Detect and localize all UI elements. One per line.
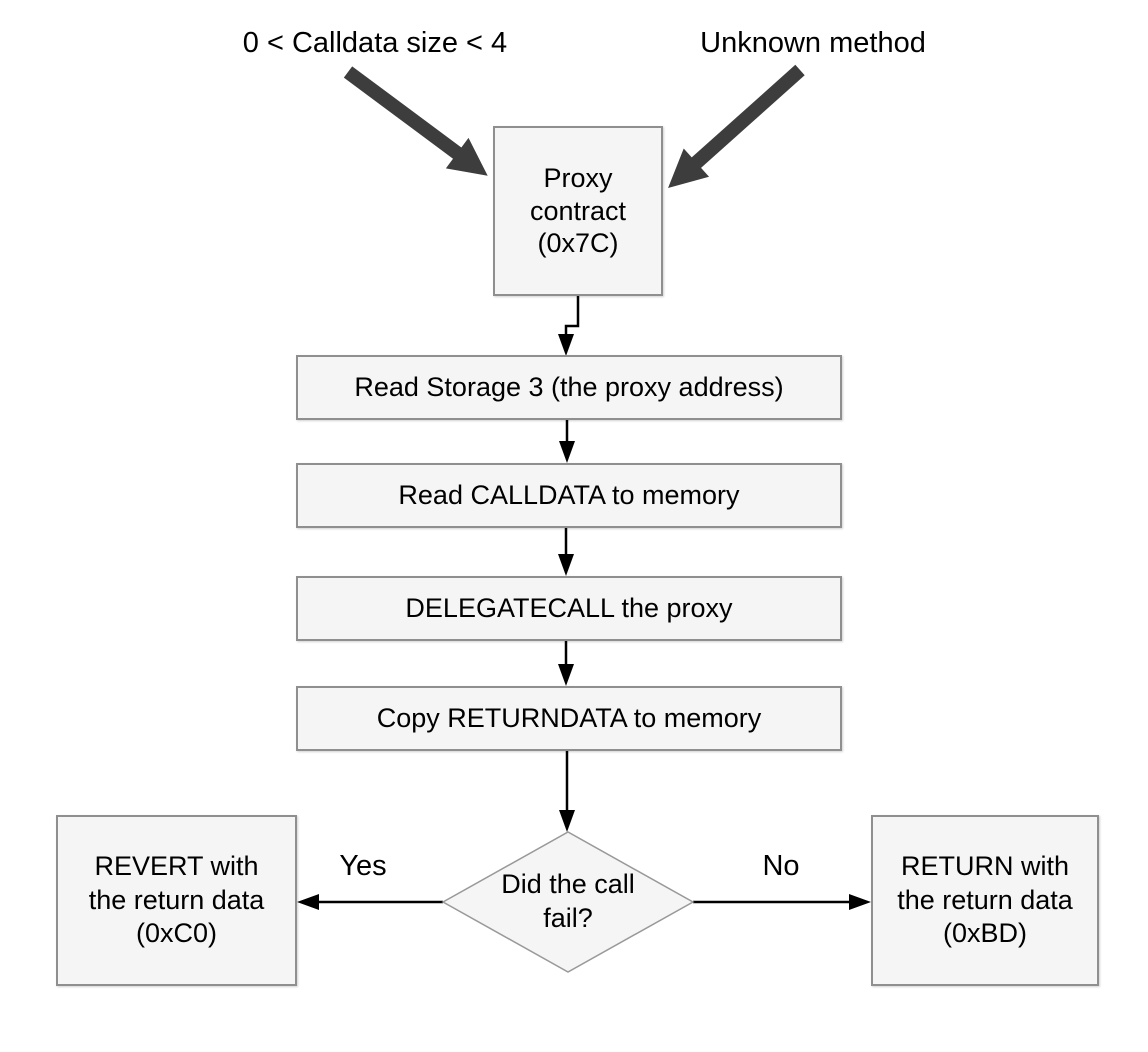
node-delegatecall: DELEGATECALL the proxy xyxy=(296,576,842,641)
arrow-decision-to-revert xyxy=(297,894,443,910)
decision-diamond xyxy=(441,831,695,973)
arrow-proxy-to-read-storage xyxy=(558,296,580,356)
thick-arrow-calldata-entry xyxy=(343,66,488,176)
label-unknown-method: Unknown method xyxy=(700,27,926,59)
branch-label-no: No xyxy=(762,850,800,882)
node-copy-returndata: Copy RETURNDATA to memory xyxy=(296,686,842,751)
node-read-storage: Read Storage 3 (the proxy address) xyxy=(296,355,842,420)
node-read-calldata: Read CALLDATA to memory xyxy=(296,463,842,528)
node-return: RETURN with the return data (0xBD) xyxy=(871,815,1099,986)
thick-arrow-unknown-entry xyxy=(668,64,805,188)
arrow-decision-to-return xyxy=(693,894,871,910)
node-revert: REVERT with the return data (0xC0) xyxy=(56,815,297,986)
decision-label: Did the call fail? xyxy=(501,869,635,933)
arrow-read-storage-to-read-calldata xyxy=(559,420,575,463)
label-calldata-size: 0 < Calldata size < 4 xyxy=(242,27,508,59)
arrow-delegatecall-to-copy-returndata xyxy=(558,641,574,686)
arrow-copy-returndata-to-decision xyxy=(559,751,575,832)
arrow-read-calldata-to-delegatecall xyxy=(558,528,574,576)
branch-label-yes: Yes xyxy=(339,850,387,882)
node-proxy-contract: Proxy contract (0x7C) xyxy=(493,126,663,296)
